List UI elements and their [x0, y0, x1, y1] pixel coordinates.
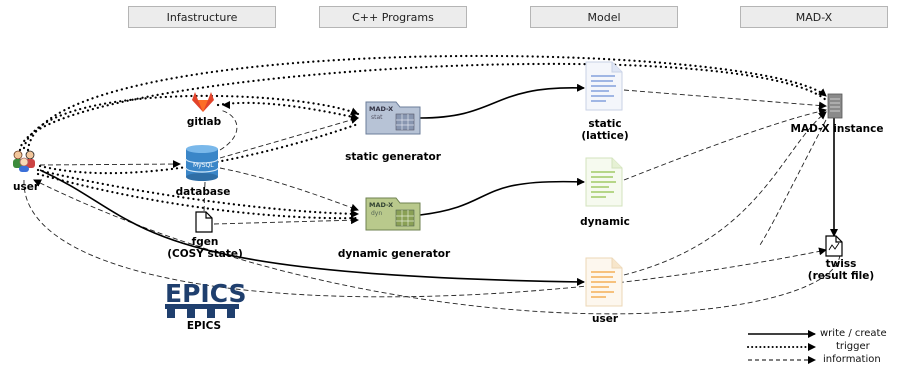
- dynamic-madx-tag: MAD-X: [369, 201, 393, 209]
- legend-information: information: [823, 354, 881, 365]
- fgen-label: fgen (COSY state): [167, 236, 243, 260]
- info-dynamic-doc-to-madx: [623, 107, 827, 181]
- user-label: user: [12, 181, 40, 193]
- column-header-model: Model: [530, 6, 678, 28]
- epics-logo-text: EPICS: [165, 279, 247, 308]
- info-database-gitlab-loop: [219, 109, 238, 151]
- dynamic-document-icon: [585, 157, 623, 207]
- twiss-document-icon: [825, 235, 843, 257]
- madx-instance-label: MAD-X instance: [790, 123, 884, 135]
- info-twiss-to-user: [33, 179, 841, 315]
- write-static-gen-to-static-doc: [419, 83, 585, 119]
- info-database-to-dynamic-gen: [219, 167, 359, 212]
- database-label: database: [175, 186, 231, 198]
- info-user-to-twiss-bottom: [23, 179, 827, 298]
- dynamic-generator-label: dynamic generator: [337, 248, 451, 260]
- trigger-user-to-static-gen-2: [38, 122, 360, 175]
- trigger-user-to-static-generator: [22, 94, 360, 150]
- info-static-doc-to-madx: [623, 89, 827, 110]
- legend-trigger: trigger: [836, 341, 870, 352]
- trigger-user-to-madx-top2: [18, 62, 828, 152]
- legend-lines: [747, 330, 816, 364]
- epics-label: EPICS: [186, 320, 222, 332]
- dynamic-sub-tag: dyn: [371, 210, 382, 217]
- static-sub-tag: stat: [371, 114, 383, 121]
- static-generator-icon: MAD-X stat: [365, 101, 421, 135]
- gitlab-label: gitlab: [186, 116, 222, 128]
- info-fgen-to-dynamic-gen: [213, 216, 359, 225]
- static-generator-label: static generator: [345, 151, 441, 163]
- legend-write-create: write / create: [820, 328, 887, 339]
- write-dynamic-gen-to-dynamic-doc: [419, 177, 585, 216]
- info-user-doc-to-madx: [623, 111, 827, 276]
- db-tag: MySQL: [193, 162, 214, 169]
- fgen-document-icon: [195, 211, 213, 233]
- user-file-label: user: [591, 313, 619, 325]
- info-database-to-fgen: [203, 181, 206, 213]
- epics-logo: EPICS: [165, 279, 247, 318]
- gitlab-icon: [192, 92, 214, 112]
- trigger-user-to-madx-top: [26, 54, 828, 152]
- column-header-madx: MAD-X: [740, 6, 888, 28]
- twiss-label: twiss (result file): [807, 258, 875, 282]
- static-document-icon: [585, 61, 623, 111]
- write-user-to-user-doc: [39, 169, 585, 286]
- column-header-infrastructure: Infastructure: [128, 6, 276, 28]
- column-header-cpp-programs: C++ Programs: [319, 6, 467, 28]
- static-file-label: static (lattice): [581, 118, 629, 142]
- static-madx-tag: MAD-X: [369, 105, 393, 113]
- dynamic-file-label: dynamic: [580, 216, 630, 228]
- user-icon: [13, 150, 35, 172]
- trigger-user-to-dynamic-generator: [36, 168, 360, 218]
- info-user-to-database: [39, 160, 181, 169]
- database-icon: MySQL: [185, 145, 219, 181]
- trigger-user-to-dynamic-generator-2: [36, 172, 360, 220]
- info-madx-to-twiss-alt: [759, 119, 827, 246]
- madx-server-icon: [827, 93, 843, 119]
- user-document-icon: [585, 257, 623, 307]
- trigger-gitlab-static-generator: [216, 101, 360, 121]
- dynamic-generator-icon: MAD-X dyn: [365, 197, 421, 231]
